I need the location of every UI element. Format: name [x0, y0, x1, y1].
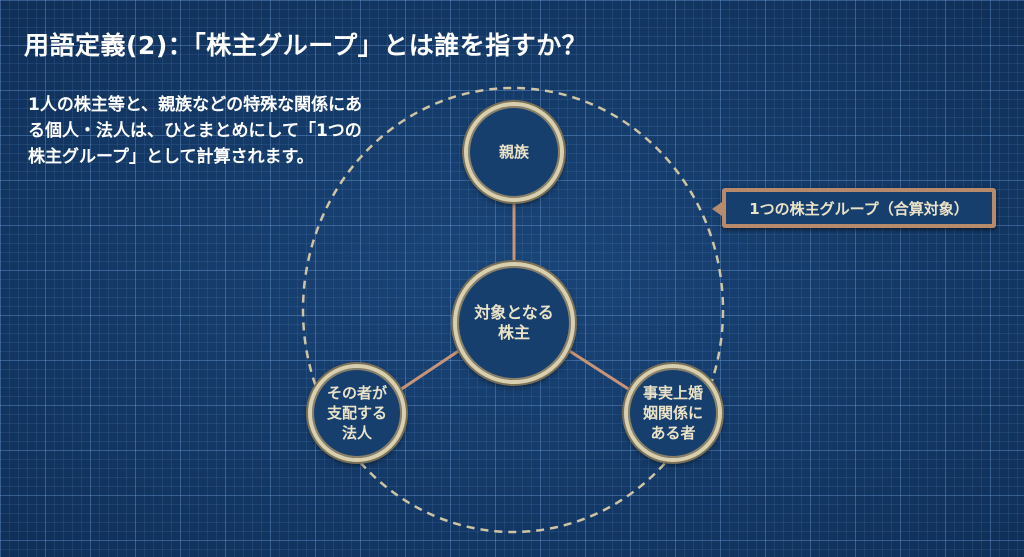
group-boundary: [301, 86, 725, 534]
slide-title: 用語定義(2)：「株主グループ」とは誰を指すか？: [24, 31, 588, 60]
connector-left: [399, 348, 461, 392]
node-label: その者が支配する法人: [326, 384, 387, 442]
node-controlled-corporation: その者が支配する法人: [308, 364, 406, 462]
node-common-law-spouse: 事実上婚姻関係にある者: [624, 364, 722, 462]
node-target-shareholder: 対象となる株主: [453, 262, 575, 384]
node-label: 対象となる株主: [474, 303, 554, 342]
node-relatives: 親族: [464, 102, 564, 202]
description-text: 1人の株主等と、親族などの特殊な関係にある個人・法人は、ひとまとめにして「1つの…: [28, 95, 363, 167]
group-label-tag: 1つの株主グループ（合算対象）: [712, 188, 996, 228]
node-label: 事実上婚姻関係にある者: [642, 384, 703, 442]
connector-right: [567, 348, 631, 392]
node-label: 親族: [498, 143, 529, 161]
